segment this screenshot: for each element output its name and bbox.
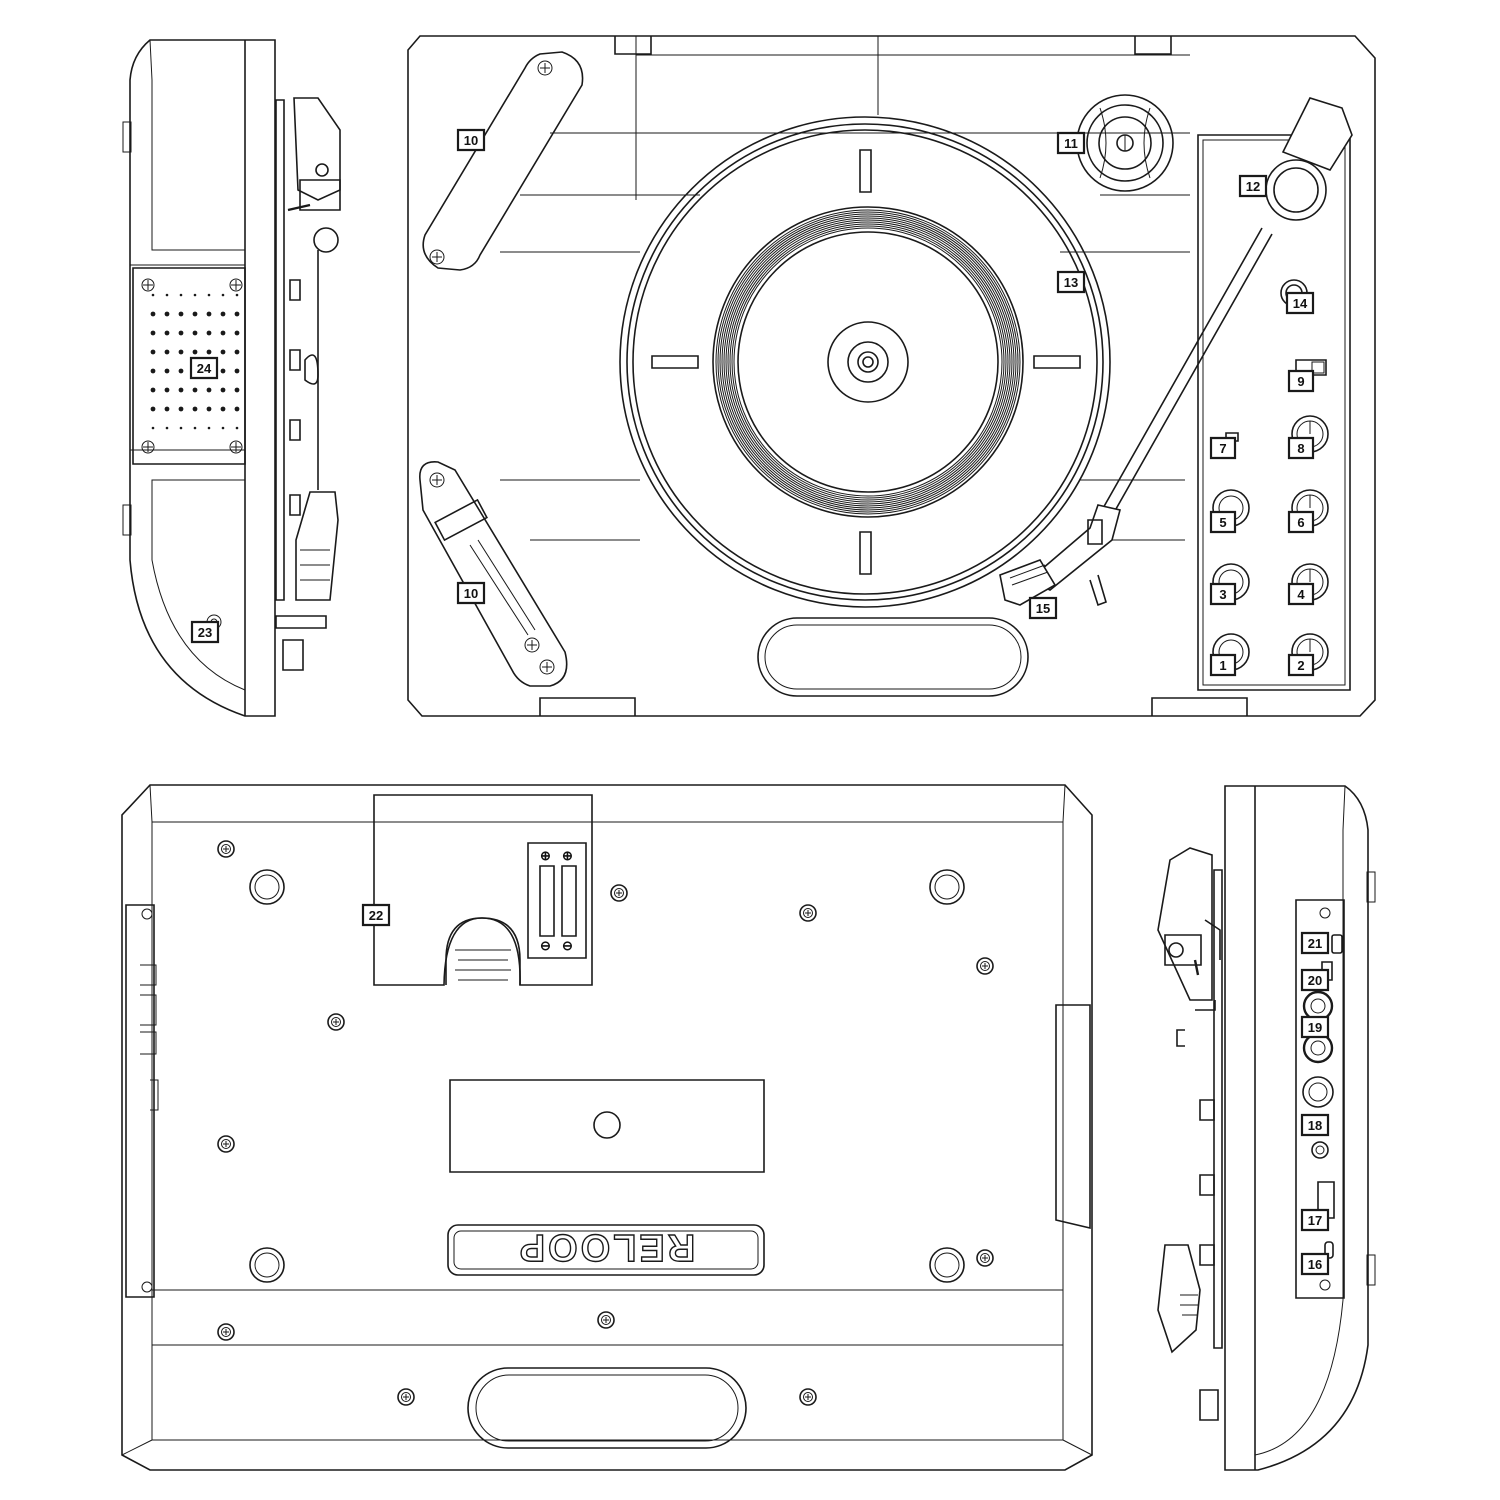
svg-text:8: 8 xyxy=(1297,441,1304,456)
label-6: 6 xyxy=(1289,512,1313,532)
svg-text:10: 10 xyxy=(464,586,478,601)
svg-text:7: 7 xyxy=(1219,441,1226,456)
label-9: 9 xyxy=(1289,371,1313,391)
svg-text:9: 9 xyxy=(1297,374,1304,389)
battery-plus-2: ⊕ xyxy=(562,848,573,863)
svg-text:2: 2 xyxy=(1297,658,1304,673)
label-4: 4 xyxy=(1289,584,1313,604)
platter xyxy=(620,117,1110,607)
label-20: 20 xyxy=(1302,970,1328,990)
tonearm xyxy=(1000,98,1352,605)
bottom-view: ⊕ ⊕ ⊖ ⊖ RELOOP xyxy=(122,785,1092,1470)
label-19: 19 xyxy=(1302,1017,1328,1037)
rca-out-2 xyxy=(1304,1034,1332,1062)
rubber-feet xyxy=(250,870,964,1282)
hinge-top xyxy=(423,52,582,270)
label-21: 21 xyxy=(1302,933,1328,953)
adapter-45rpm xyxy=(1077,95,1173,191)
tonearm-right-side xyxy=(1158,848,1222,1420)
svg-text:4: 4 xyxy=(1297,587,1305,602)
svg-text:1: 1 xyxy=(1219,658,1226,673)
svg-text:23: 23 xyxy=(198,625,212,640)
svg-text:12: 12 xyxy=(1246,179,1260,194)
svg-text:18: 18 xyxy=(1308,1118,1322,1133)
label-plate xyxy=(450,1080,764,1172)
label-13: 13 xyxy=(1058,272,1084,292)
svg-text:22: 22 xyxy=(369,908,383,923)
battery-compartment: ⊕ ⊕ ⊖ ⊖ xyxy=(374,795,592,985)
svg-text:24: 24 xyxy=(197,361,212,376)
label-1: 1 xyxy=(1211,655,1235,675)
label-22: 22 xyxy=(363,905,389,925)
brand-logo: RELOOP xyxy=(448,1225,764,1275)
label-16: 16 xyxy=(1302,1254,1328,1274)
label-8: 8 xyxy=(1289,438,1313,458)
rca-out-1 xyxy=(1304,992,1332,1020)
svg-text:13: 13 xyxy=(1064,275,1078,290)
label-17: 17 xyxy=(1302,1210,1328,1230)
label-18: 18 xyxy=(1302,1115,1328,1135)
control-panel xyxy=(1198,135,1350,690)
top-view xyxy=(408,36,1375,716)
right-io-panel xyxy=(1296,900,1344,1298)
label-3: 3 xyxy=(1211,584,1235,604)
label-23: 23 xyxy=(192,622,218,642)
battery-minus-2: ⊖ xyxy=(562,938,573,953)
number-labels: 1 2 3 4 5 6 7 8 9 10 10 11 12 13 14 15 1… xyxy=(191,130,1328,1274)
svg-text:5: 5 xyxy=(1219,515,1226,530)
label-12: 12 xyxy=(1240,176,1266,196)
right-side-view xyxy=(1158,786,1375,1470)
label-5: 5 xyxy=(1211,512,1235,532)
svg-text:3: 3 xyxy=(1219,587,1226,602)
svg-text:16: 16 xyxy=(1308,1257,1322,1272)
label-10-bottom: 10 xyxy=(458,583,484,603)
svg-text:17: 17 xyxy=(1308,1213,1322,1228)
hinge-bottom xyxy=(420,462,567,686)
label-10-top: 10 xyxy=(458,130,484,150)
svg-text:11: 11 xyxy=(1064,136,1078,151)
tonearm-side xyxy=(276,98,340,670)
brand-text: RELOOP xyxy=(517,1226,695,1268)
label-2: 2 xyxy=(1289,655,1313,675)
battery-plus-1: ⊕ xyxy=(540,848,551,863)
label-7: 7 xyxy=(1211,438,1235,458)
label-24: 24 xyxy=(191,358,217,378)
svg-text:10: 10 xyxy=(464,133,478,148)
svg-text:6: 6 xyxy=(1297,515,1304,530)
svg-text:14: 14 xyxy=(1293,296,1308,311)
battery-minus-1: ⊖ xyxy=(540,938,551,953)
bottom-screws xyxy=(218,841,993,1405)
left-side-view xyxy=(123,40,340,716)
svg-text:15: 15 xyxy=(1036,601,1050,616)
label-11: 11 xyxy=(1058,133,1084,153)
svg-text:19: 19 xyxy=(1308,1020,1322,1035)
label-15: 15 xyxy=(1030,598,1056,618)
bottom-handle xyxy=(468,1368,746,1448)
label-14: 14 xyxy=(1287,293,1313,313)
carry-handle xyxy=(758,618,1028,696)
svg-text:20: 20 xyxy=(1308,973,1322,988)
speaker-grille xyxy=(133,268,245,464)
svg-text:21: 21 xyxy=(1308,936,1322,951)
